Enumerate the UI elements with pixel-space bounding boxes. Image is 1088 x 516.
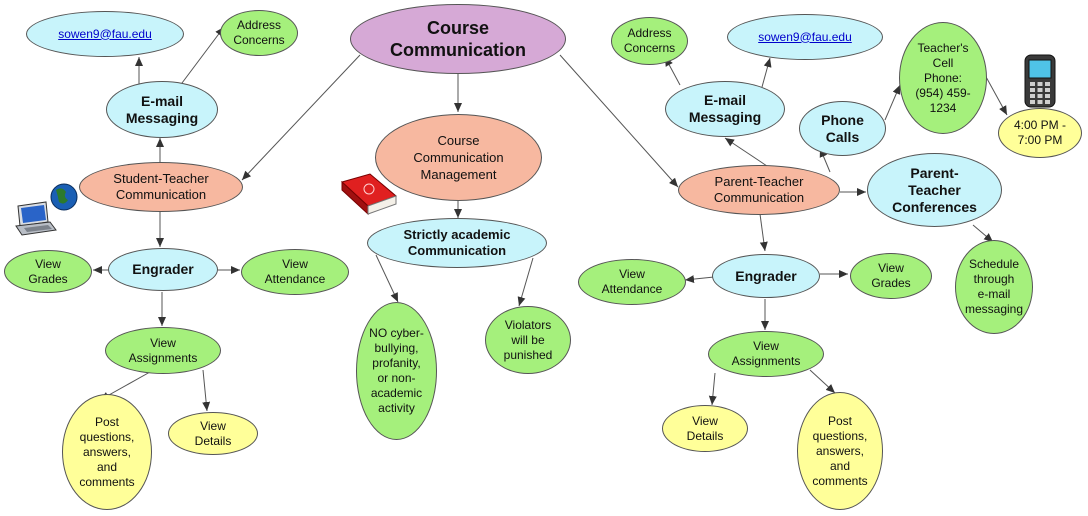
course-communication-label: Course Communication xyxy=(389,18,526,60)
edge-rassign-details xyxy=(708,372,717,406)
edge-academic-nocyber xyxy=(375,254,399,303)
right-engrader-label: Engrader xyxy=(735,267,797,284)
student-teacher-label: Student-Teacher Communication xyxy=(113,171,209,202)
left-view-grades-node: View Grades xyxy=(4,250,92,293)
left-post-questions-node: Post questions, answers, and comments xyxy=(62,394,152,510)
parent-teacher-node: Parent-Teacher Communication xyxy=(678,165,840,215)
strictly-academic-node: Strictly academic Communication xyxy=(367,218,547,268)
course-comm-mgmt-node: Course Communication Management xyxy=(375,114,542,201)
phone-hours-label: 4:00 PM - 7:00 PM xyxy=(1013,118,1067,147)
edge-pt-engrader xyxy=(759,213,768,252)
left-view-attendance-node: View Attendance xyxy=(241,249,349,295)
phone-hours-node: 4:00 PM - 7:00 PM xyxy=(998,108,1082,158)
right-view-assignments-node: View Assignments xyxy=(708,331,824,377)
left-view-grades-label: View Grades xyxy=(28,256,68,286)
phone-calls-label: Phone Calls xyxy=(821,111,864,145)
right-post-questions-label: Post questions, answers, and comments xyxy=(812,413,868,488)
left-post-questions-label: Post questions, answers, and comments xyxy=(79,414,135,489)
no-cyberbullying-label: NO cyber- bullying, profanity, or non- a… xyxy=(369,326,424,415)
left-engrader-node: Engrader xyxy=(108,248,218,291)
violators-node: Violators will be punished xyxy=(485,306,571,374)
edge-pt-email xyxy=(724,137,771,169)
right-view-details-node: View Details xyxy=(662,405,748,452)
course-comm-mgmt-label: Course Communication Management xyxy=(413,133,504,182)
student-teacher-node: Student-Teacher Communication xyxy=(79,162,243,212)
right-view-assignments-label: View Assignments xyxy=(731,339,801,368)
edge-academic-violators xyxy=(517,257,534,307)
left-view-assignments-label: View Assignments xyxy=(128,335,198,365)
right-view-attendance-node: View Attendance xyxy=(578,259,686,305)
parent-teacher-label: Parent-Teacher Communication xyxy=(713,174,805,205)
edge-assign-details xyxy=(202,369,211,412)
laptop-globe-icon xyxy=(15,183,78,236)
parent-teacher-conferences-label: Parent- Teacher Conferences xyxy=(892,164,977,215)
right-view-details-label: View Details xyxy=(686,413,724,443)
course-communication-node: Course Communication xyxy=(350,4,566,74)
left-email-address-node: sowen9@fau.edu xyxy=(26,11,184,57)
edge-rassign-post xyxy=(809,369,836,394)
edge-root-parent xyxy=(559,54,679,188)
parent-teacher-conferences-node: Parent- Teacher Conferences xyxy=(867,153,1002,227)
red-book-icon xyxy=(341,173,397,216)
cell-phone-icon xyxy=(1024,54,1056,108)
edge-email-address xyxy=(178,26,225,88)
left-email-messaging-label: E-mail Messaging xyxy=(125,92,199,126)
teacher-cell-label: Teacher's Cell Phone: (954) 459- 1234 xyxy=(915,40,971,115)
right-view-grades-node: View Grades xyxy=(850,253,932,299)
right-view-attendance-label: View Attendance xyxy=(601,267,663,296)
right-view-grades-label: View Grades xyxy=(871,261,911,290)
edge-rengrader-attendance xyxy=(684,275,715,284)
schedule-label: Schedule through e-mail messaging xyxy=(964,257,1024,316)
strictly-academic-label: Strictly academic Communication xyxy=(403,227,511,258)
right-email-messaging-node: E-mail Messaging xyxy=(665,81,785,137)
left-view-assignments-node: View Assignments xyxy=(105,327,221,374)
right-email-link[interactable]: sowen9@fau.edu xyxy=(758,29,852,44)
left-email-messaging-node: E-mail Messaging xyxy=(106,81,218,138)
violators-label: Violators will be punished xyxy=(503,317,553,362)
left-view-attendance-label: View Attendance xyxy=(264,257,326,286)
phone-calls-node: Phone Calls xyxy=(799,101,886,156)
left-email-link[interactable]: sowen9@fau.edu xyxy=(58,26,152,41)
left-view-details-node: View Details xyxy=(168,412,258,455)
edge-cell-hours xyxy=(984,74,1008,116)
right-email-messaging-label: E-mail Messaging xyxy=(688,92,762,125)
edge-conf-schedule xyxy=(972,224,994,243)
right-email-address-node: sowen9@fau.edu xyxy=(727,14,883,60)
schedule-node: Schedule through e-mail messaging xyxy=(955,240,1033,334)
right-address-concerns-node: Address Concerns xyxy=(611,17,688,65)
right-engrader-node: Engrader xyxy=(712,254,820,298)
left-view-details-label: View Details xyxy=(194,418,232,448)
edge-phone-cell xyxy=(884,84,901,121)
left-engrader-label: Engrader xyxy=(132,261,194,277)
right-post-questions-node: Post questions, answers, and comments xyxy=(797,392,883,510)
left-address-concerns-node: Address Concerns xyxy=(220,10,298,56)
left-address-concerns-label: Address Concerns xyxy=(233,18,285,47)
teacher-cell-node: Teacher's Cell Phone: (954) 459- 1234 xyxy=(899,22,987,134)
right-address-concerns-label: Address Concerns xyxy=(623,26,676,55)
no-cyberbullying-node: NO cyber- bullying, profanity, or non- a… xyxy=(356,302,437,440)
edge-remail-emailaddr xyxy=(761,57,772,88)
edge-root-student xyxy=(241,54,361,181)
